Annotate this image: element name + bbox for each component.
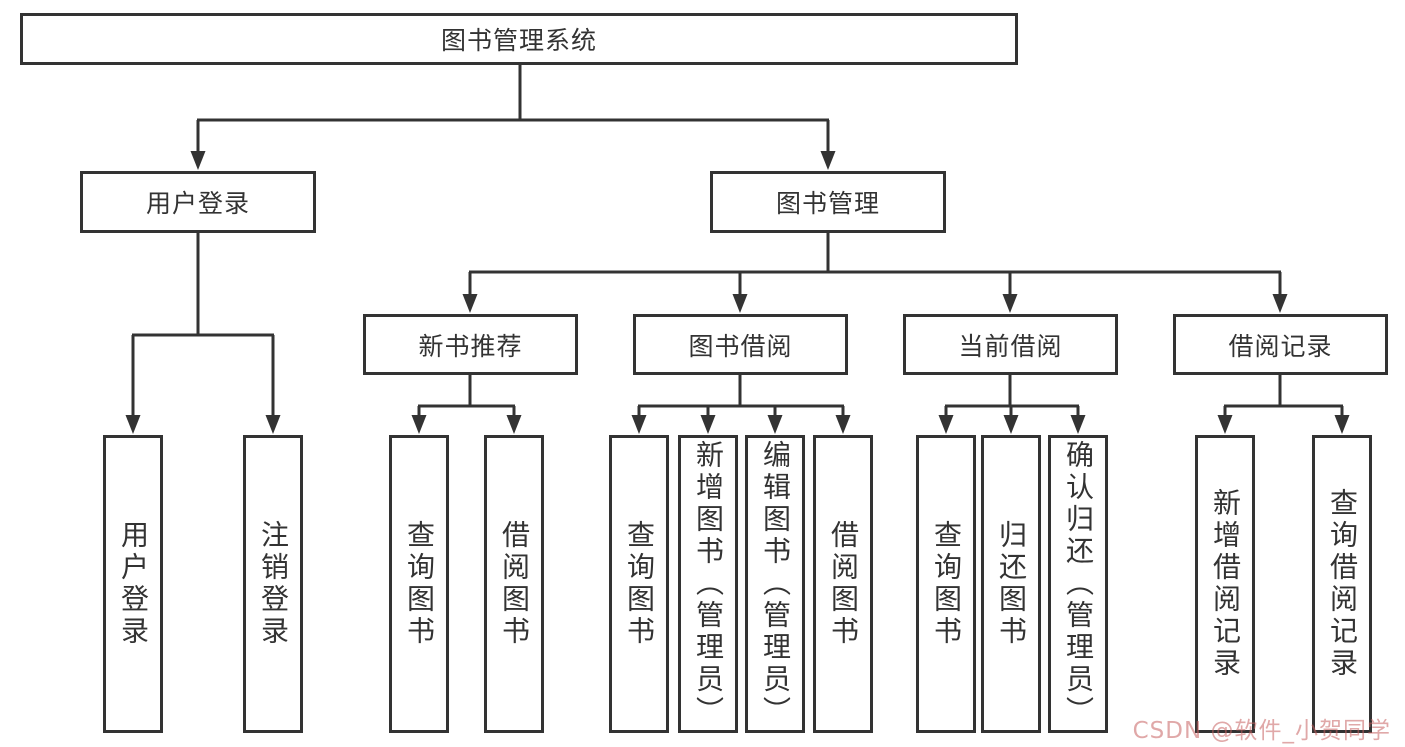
node-label: 借阅图书 — [498, 520, 531, 648]
node-book-management: 图书管理 — [710, 171, 946, 233]
node-label: 编辑图书（管理员） — [759, 440, 792, 728]
node-leaf-query-books-recommend: 查询图书 — [389, 435, 449, 733]
node-leaf-user-login: 用户登录 — [103, 435, 163, 733]
node-leaf-borrow-books-recommend: 借阅图书 — [484, 435, 544, 733]
node-leaf-query-borrow-record: 查询借阅记录 — [1312, 435, 1372, 733]
node-leaf-borrow-books: 借阅图书 — [813, 435, 873, 733]
node-label: 查询图书 — [930, 520, 963, 648]
node-leaf-confirm-return-admin: 确认归还（管理员） — [1048, 435, 1108, 733]
node-leaf-edit-books-admin: 编辑图书（管理员） — [745, 435, 805, 733]
node-label: 借阅图书 — [827, 520, 860, 648]
node-leaf-add-borrow-record: 新增借阅记录 — [1195, 435, 1255, 733]
node-label: 新增图书（管理员） — [692, 440, 725, 728]
node-borrowing-records: 借阅记录 — [1173, 314, 1388, 375]
node-leaf-query-books-borrowing: 查询图书 — [609, 435, 669, 733]
node-user-login: 用户登录 — [80, 171, 316, 233]
node-book-borrowing: 图书借阅 — [633, 314, 848, 375]
arrowheads — [125, 151, 1350, 434]
node-leaf-query-books-current: 查询图书 — [916, 435, 976, 733]
node-label: 用户登录 — [117, 520, 150, 648]
node-label: 新增借阅记录 — [1209, 488, 1242, 680]
node-new-book-recommend: 新书推荐 — [363, 314, 578, 375]
node-leaf-return-books: 归还图书 — [981, 435, 1041, 733]
node-label: 归还图书 — [995, 520, 1028, 648]
node-current-borrowing: 当前借阅 — [903, 314, 1118, 375]
node-leaf-logout: 注销登录 — [243, 435, 303, 733]
node-label: 查询图书 — [403, 520, 436, 648]
node-label: 确认归还（管理员） — [1062, 440, 1095, 728]
csdn-watermark: CSDN @软件_小贺同学 — [1132, 718, 1391, 744]
node-leaf-add-books-admin: 新增图书（管理员） — [678, 435, 738, 733]
node-label: 注销登录 — [257, 520, 290, 648]
node-library-management-system: 图书管理系统 — [20, 13, 1018, 65]
node-label: 查询借阅记录 — [1326, 488, 1359, 680]
node-label: 查询图书 — [623, 520, 656, 648]
